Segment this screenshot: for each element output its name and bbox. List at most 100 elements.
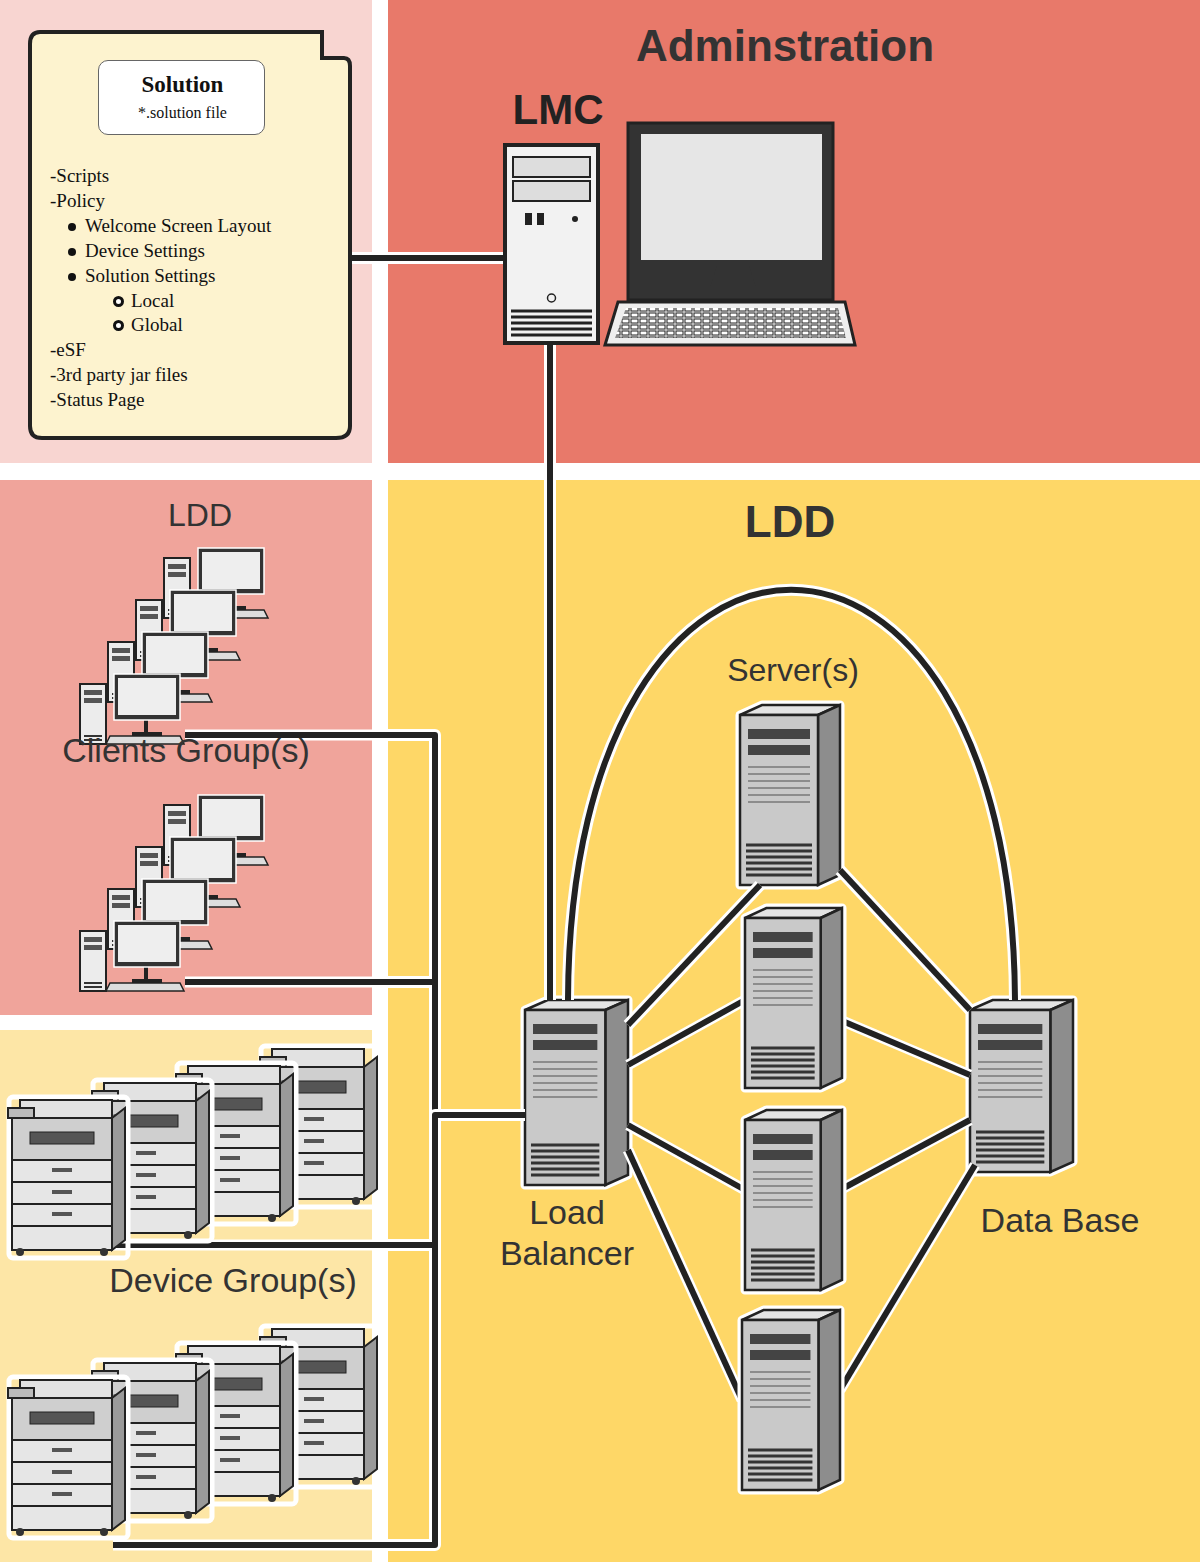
server-grille — [753, 990, 813, 992]
pc-tower — [80, 684, 106, 744]
drawer-handle — [136, 1195, 156, 1199]
device-wire-halo — [113, 1540, 372, 1551]
wheel — [16, 1248, 24, 1256]
vent — [511, 334, 592, 337]
list-item: Device Settings — [85, 240, 328, 263]
client-wire-halo — [185, 730, 372, 741]
server-grille — [748, 766, 810, 768]
node-shape — [740, 705, 840, 885]
keyboard — [106, 736, 184, 744]
pc-bay — [140, 606, 158, 611]
drawer-handle — [52, 1168, 72, 1172]
client-wire — [185, 732, 372, 738]
server-halo — [970, 1000, 1073, 1172]
connector — [372, 735, 525, 1115]
drawer-handle — [52, 1212, 72, 1216]
connector — [352, 258, 503, 259]
server-grille — [978, 1075, 1042, 1077]
drawer-handle — [304, 1441, 324, 1445]
monitor-screen — [118, 925, 176, 962]
server-grille — [750, 1371, 810, 1373]
server-grille — [750, 1392, 810, 1394]
server-bay — [978, 1040, 1042, 1050]
node-label: Server(s) — [683, 651, 903, 689]
printer-side — [364, 1337, 377, 1479]
pc-bay — [168, 572, 186, 577]
device-wire — [113, 1542, 372, 1548]
server-grille — [750, 1378, 810, 1380]
server-vent — [751, 1261, 815, 1264]
server-grille — [533, 1068, 597, 1070]
server-side — [818, 705, 840, 885]
region-title: LDD — [100, 496, 300, 534]
server-bay — [978, 1024, 1042, 1034]
wheel — [352, 1197, 360, 1205]
connector-line — [840, 870, 970, 1010]
monitor-frame — [142, 632, 208, 678]
node-shape — [970, 1000, 1073, 1172]
monitor-screen — [202, 552, 260, 589]
server-vent — [746, 874, 812, 877]
drawer-handle — [52, 1470, 72, 1474]
drawer-handle — [220, 1178, 240, 1182]
node-label: LMC — [448, 85, 668, 135]
server-grille — [533, 1096, 597, 1098]
server-wire-halo — [840, 1020, 970, 1075]
pc-bay — [112, 895, 130, 900]
connector-line — [568, 590, 1015, 1000]
printer-body — [12, 1398, 112, 1440]
drawer-line — [12, 1505, 112, 1507]
server-vent — [976, 1155, 1044, 1158]
connector-halo — [372, 1115, 525, 1545]
pc-vent — [84, 986, 102, 988]
server-vent — [976, 1161, 1044, 1164]
pc-bay — [112, 648, 130, 653]
server-bay — [533, 1024, 597, 1034]
drawer-line — [12, 1181, 112, 1183]
power-button — [548, 294, 556, 302]
wheel — [184, 1231, 192, 1239]
node-shape — [503, 143, 600, 345]
wheel — [268, 1494, 276, 1502]
pc-bay — [84, 698, 102, 703]
pc-bay — [168, 564, 186, 569]
server-halo — [740, 705, 840, 885]
load-balancer: Load Balancer — [525, 1000, 628, 1185]
server-vent — [751, 1267, 815, 1270]
drawer-handle — [52, 1492, 72, 1496]
server-grille — [750, 1406, 810, 1408]
server-bay — [753, 948, 813, 958]
server-grille — [978, 1089, 1042, 1091]
node-label: Load Balancer — [467, 1192, 667, 1274]
connector-halo — [568, 590, 1015, 1000]
tower-case — [505, 145, 598, 343]
server-bay — [750, 1334, 810, 1344]
printer-side — [112, 1108, 125, 1250]
drawer-handle — [304, 1419, 324, 1423]
drawer-handle — [304, 1117, 324, 1121]
drawer-line — [12, 1461, 112, 1463]
wheel — [352, 1477, 360, 1485]
monitor-screen — [146, 636, 204, 673]
file-type: *.solution file — [99, 103, 266, 122]
server-grille — [748, 787, 810, 789]
output-tray — [30, 1132, 94, 1144]
server-wire — [840, 1120, 970, 1190]
server-vent — [976, 1131, 1044, 1134]
server-vent — [751, 1053, 815, 1056]
wheel — [268, 1214, 276, 1222]
server-vent — [746, 844, 812, 847]
server-bay — [753, 1134, 813, 1144]
wheel — [100, 1248, 108, 1256]
pc-bay — [112, 903, 130, 908]
drive-bay — [513, 157, 590, 177]
server-side — [605, 1000, 628, 1185]
list-item: Solution Settings — [85, 265, 328, 288]
drawer-handle — [136, 1475, 156, 1479]
server-bay — [750, 1350, 810, 1360]
server-bay — [533, 1040, 597, 1050]
solution-panel — [0, 0, 372, 463]
keyboard-keys — [615, 308, 846, 338]
server-grille — [753, 1004, 813, 1006]
